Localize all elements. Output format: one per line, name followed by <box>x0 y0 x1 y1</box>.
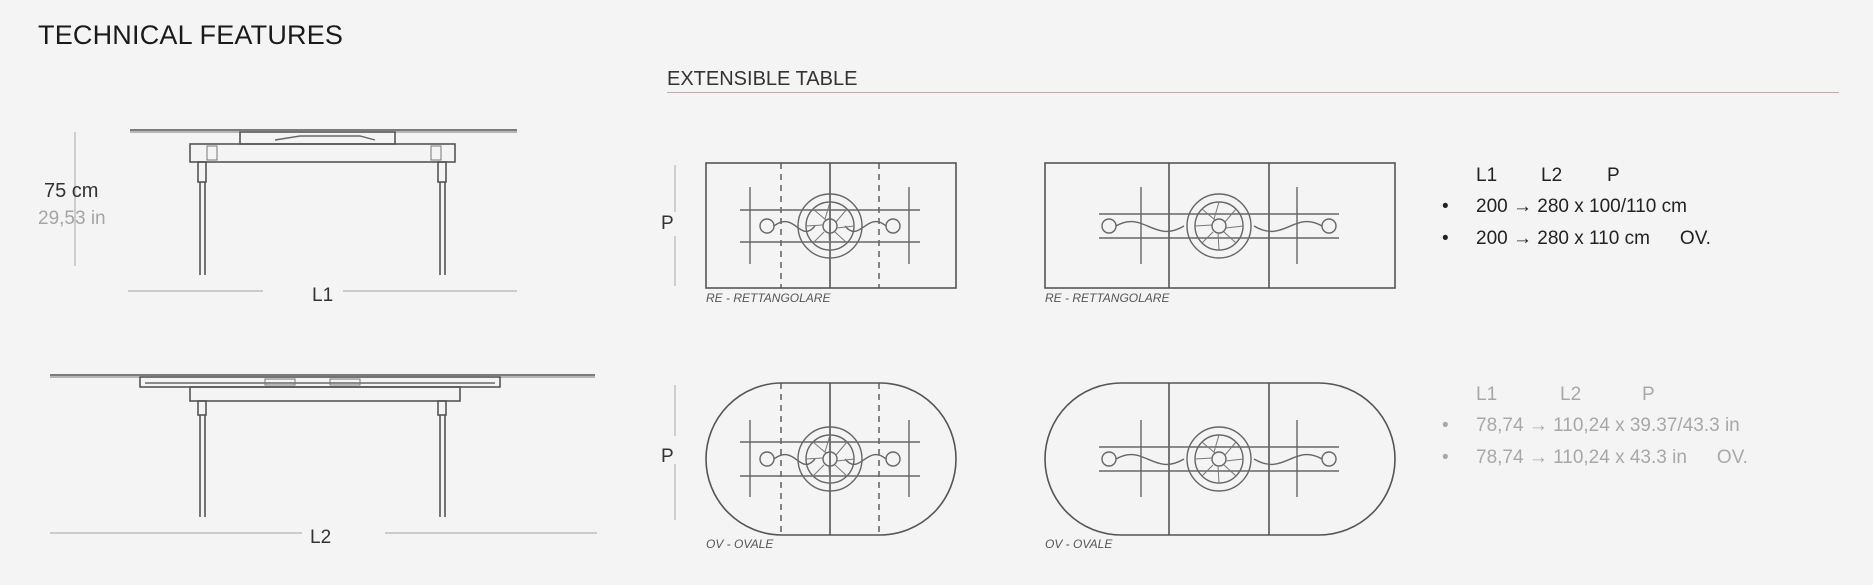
spec-in-value-2: 78,74 → 110,24 x 43.3 in <box>1476 447 1687 468</box>
depth-dimension-oval <box>674 385 676 520</box>
caption-rect-closed: RE - RETTANGOLARE <box>706 291 831 305</box>
l1-label: L1 <box>312 285 334 306</box>
spec-in-line-1: • 78,74 → 110,24 x 39.37/43.3 in <box>1442 415 1740 437</box>
l2-dimension-line <box>50 532 597 534</box>
spec-cm-line-2: • 200 → 280 x 110 cm OV. <box>1442 228 1711 250</box>
plan-rect-closed-drawing <box>705 162 957 289</box>
spec-in-value-1: 78,74 → 110,24 x 39.37/43.3 in <box>1476 415 1740 436</box>
caption-oval-closed: OV - OVALE <box>706 537 774 551</box>
depth-dimension-rect <box>674 165 676 286</box>
spec-in-header-p: P <box>1642 384 1655 405</box>
depth-label-rect: P <box>661 213 674 234</box>
page-title: TECHNICAL FEATURES <box>38 20 344 50</box>
l2-label: L2 <box>310 527 332 548</box>
spec-in-headers: L1 L2 P <box>1476 384 1655 406</box>
plan-rect-open-drawing <box>1044 162 1396 289</box>
height-cm-label: 75 cm <box>44 180 99 202</box>
spec-cm-headers: L1 L2 P <box>1476 165 1620 187</box>
l1-dimension-line <box>128 290 517 292</box>
height-dimension-line <box>74 132 76 266</box>
caption-rect-open: RE - RETTANGOLARE <box>1045 291 1170 305</box>
spec-in-header-l2: L2 <box>1560 384 1582 405</box>
side-view-open-drawing <box>50 374 595 517</box>
spec-cm-value-1: 200 → 280 x 100/110 cm <box>1476 196 1687 217</box>
spec-in-oval-suffix: OV. <box>1716 447 1748 468</box>
bullet: • <box>1442 415 1449 436</box>
spec-cm-line-1: • 200 → 280 x 100/110 cm <box>1442 196 1687 218</box>
spec-cm-header-p: P <box>1607 165 1620 186</box>
spec-in-line-2: • 78,74 → 110,24 x 43.3 in OV. <box>1442 447 1748 469</box>
spec-cm-header-l2: L2 <box>1541 165 1563 186</box>
plan-oval-open-drawing <box>1044 382 1396 536</box>
spec-cm-oval-suffix: OV. <box>1679 228 1711 249</box>
spec-cm-header-l1: L1 <box>1476 165 1498 186</box>
spec-in-header-l1: L1 <box>1476 384 1498 405</box>
caption-oval-open: OV - OVALE <box>1045 537 1113 551</box>
section-divider <box>667 92 1839 93</box>
height-in-label: 29,53 in <box>38 208 106 229</box>
side-view-closed-drawing <box>130 129 517 275</box>
bullet: • <box>1442 447 1449 468</box>
bullet: • <box>1442 228 1449 249</box>
section-title: EXTENSIBLE TABLE <box>667 68 858 90</box>
spec-cm-value-2: 200 → 280 x 110 cm <box>1476 228 1650 249</box>
depth-label-oval: P <box>661 446 674 467</box>
bullet: • <box>1442 196 1449 217</box>
plan-oval-closed-drawing <box>705 382 957 536</box>
